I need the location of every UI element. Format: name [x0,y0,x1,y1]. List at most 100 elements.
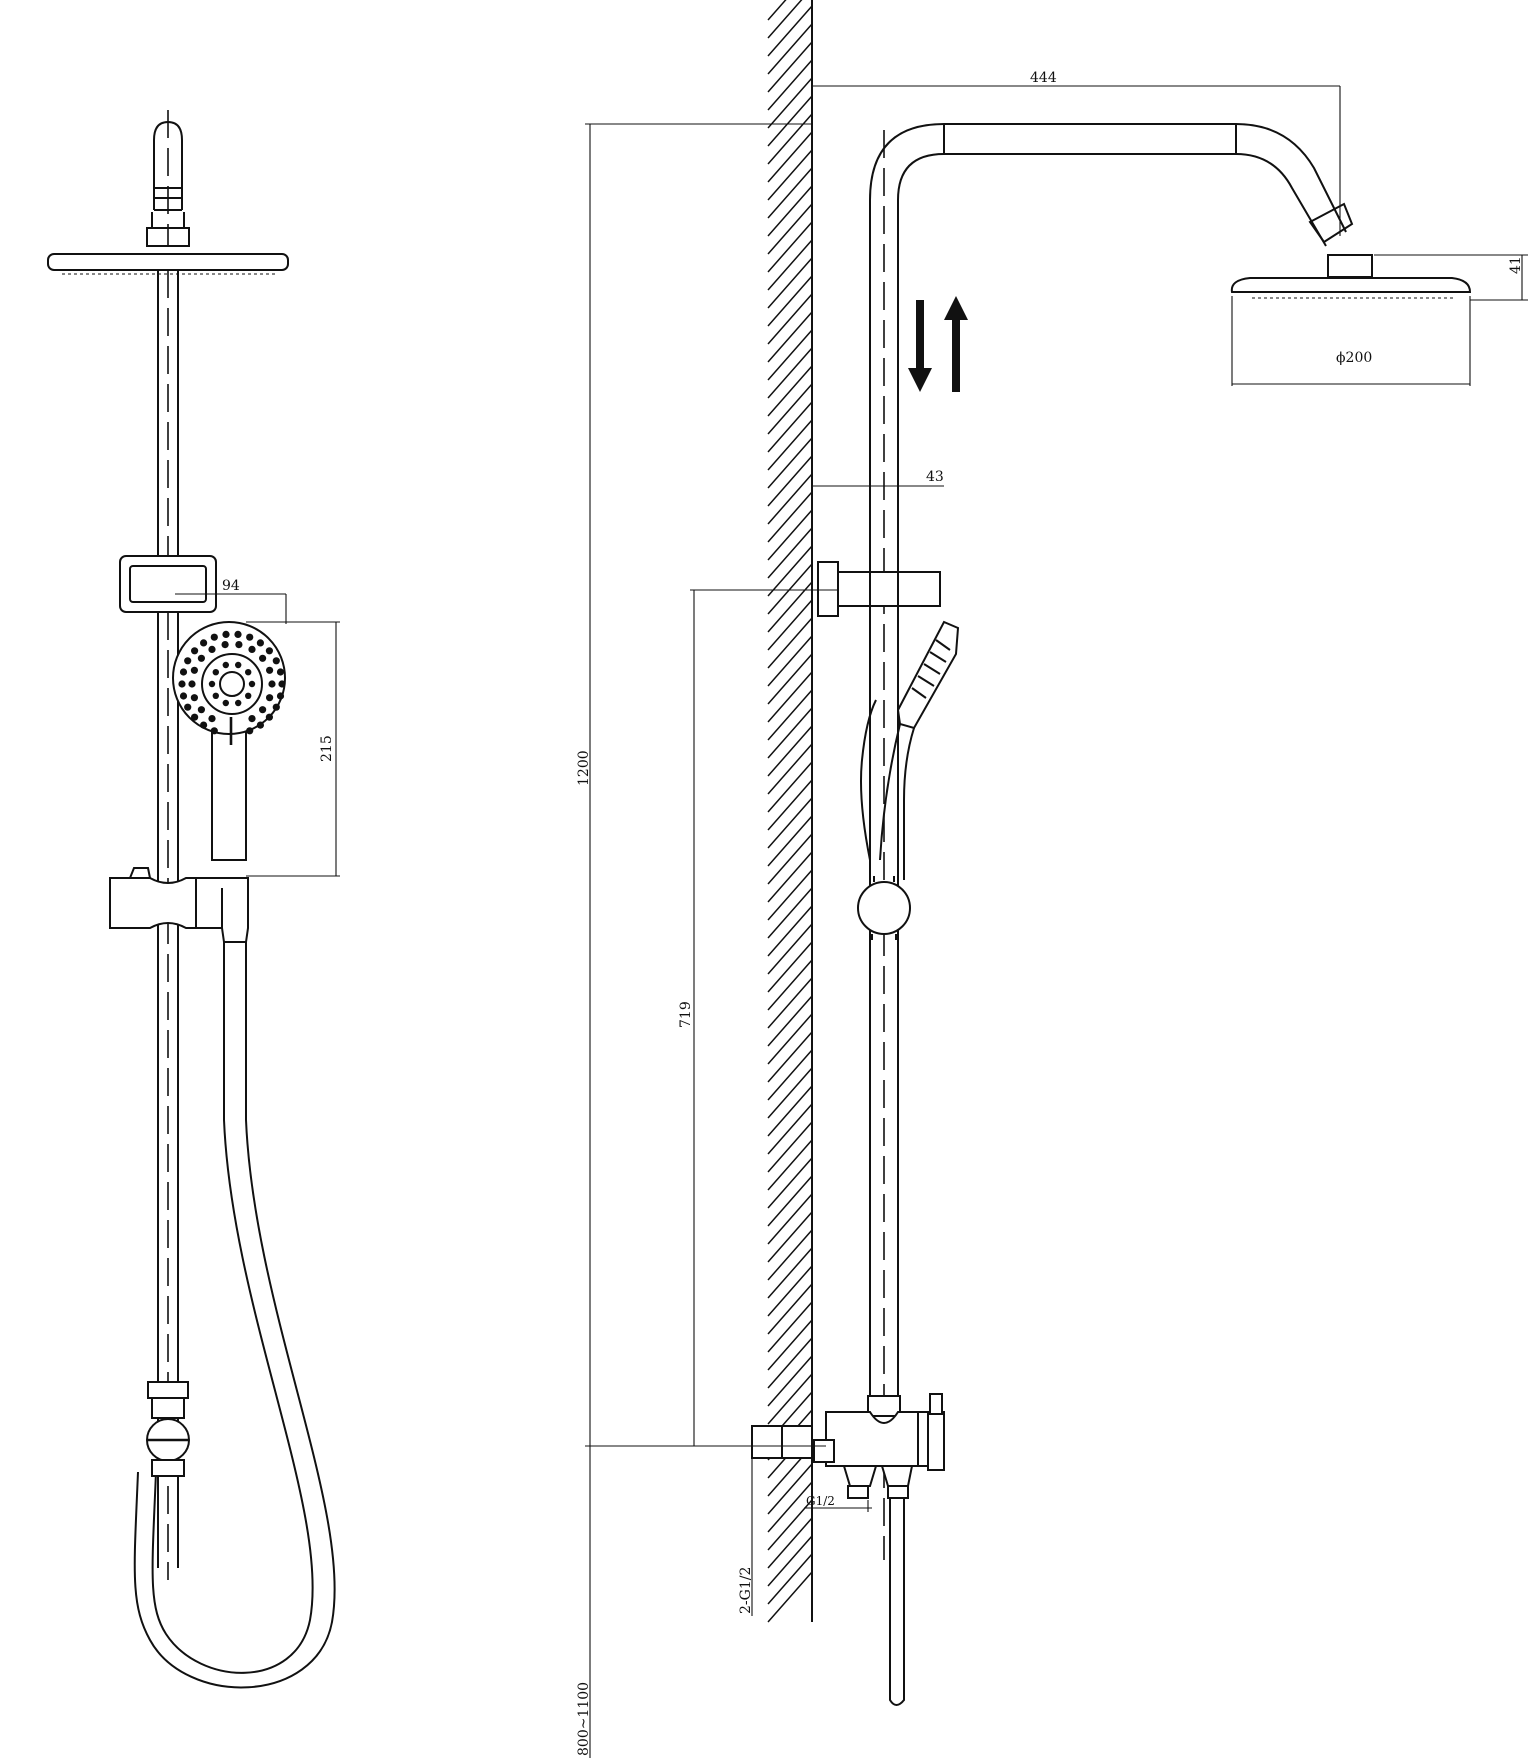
nozzle-dot [234,630,242,639]
nozzle-dot [246,727,254,735]
front-soap-dish [119,555,217,613]
dim-arm-reach-label: 444 [1030,70,1057,86]
nozzle-dot [245,692,252,699]
up-down-arrows-icon [908,296,968,392]
dim-inlet-thread: G1/2 [804,1494,872,1512]
wall-hatch-line [767,1301,813,1353]
wall-hatch-line [767,185,813,237]
nozzle-dot [259,706,267,714]
wall-hatch-line [767,365,813,417]
dim-overhead-height: 41 [1374,254,1528,301]
nozzle-dot [197,654,205,662]
wall-hatch-line [767,797,813,849]
wall-hatch-line [767,851,813,903]
wall-hatch-line [767,437,813,489]
wall-hatch-line [767,1049,813,1101]
nozzle-dot [235,661,242,669]
wall-hatch-line [767,383,813,435]
nozzle-dot [276,668,285,676]
nozzle-dot [256,639,264,647]
nozzle-dot [212,692,219,699]
front-hose [133,942,336,1689]
dim-handset-width: 94 [175,578,287,624]
wall-hatch-line [767,455,813,507]
side-slider-knob [857,876,911,940]
nozzle-dot [266,694,274,702]
wall-hatch-line [767,1535,813,1587]
side-view: 444 41 ϕ [576,0,1528,1758]
wall-hatch-line [767,833,813,885]
nozzle-dot [276,692,285,700]
nozzle-dot [200,721,208,729]
wall-hatch-line [767,329,813,381]
dim-bracket-height: 719 [678,589,838,1446]
wall-hatch-line [767,671,813,723]
nozzle-dot [200,639,208,647]
dim-overhead-height-label: 41 [1508,256,1524,274]
wall-hatch-line [767,1139,813,1191]
side-hose [889,1496,905,1706]
wall-hatch-line [767,203,813,255]
wall-hatch-line [767,131,813,183]
wall-hatch-line [767,1067,813,1119]
wall-hatch-line [767,635,813,687]
front-arm-knob [146,110,190,247]
side-rain-head [1230,254,1472,299]
wall-hatch-line [767,1085,813,1137]
wall-hatch-line [767,1319,813,1371]
wall-hatch-line [767,5,813,57]
wall-hatch-line [767,779,813,831]
wall-hatch-line [767,257,813,309]
wall-hatch-line [767,959,813,1011]
wall-hatch-line [767,167,813,219]
wall-hatch-line [767,1517,813,1569]
wall-hatch-line [767,221,813,273]
nozzle-dot [256,721,264,729]
nozzle-dot [245,669,252,676]
dim-inlet-thread-label: G1/2 [806,1494,835,1508]
front-slider-bracket [109,867,249,943]
nozzle-dot [178,680,186,688]
wall-hatch-line [767,0,803,39]
wall-hatch-line [767,1337,813,1389]
dim-bracket-height-label: 719 [678,1001,694,1028]
nozzle-dot [188,680,196,688]
nozzle-dot [272,703,280,711]
wall-hatch-line [767,923,813,975]
nozzle-dot [266,666,274,674]
wall-hatch-line [767,1247,813,1299]
nozzle-dot [248,680,256,688]
wall-hatch-line [767,293,813,345]
wall-hatch-line [767,95,813,147]
nozzle-dot [221,641,229,649]
wall-hatch-line [767,815,813,867]
wall-hatch-line [767,527,813,579]
wall-hatch-line [767,1481,813,1533]
wall-hatch-line [767,1013,813,1065]
wall-hatch-line [767,275,813,327]
nozzle-dot [208,680,216,688]
dim-head-diameter-label: ϕ200 [1336,350,1372,366]
nozzle-dot [179,668,188,676]
wall-hatch-line [767,1463,813,1515]
dim-total-height: 1200 800~1100 [576,124,826,1758]
nozzle-dot [190,666,198,674]
wall-hatch-line [767,113,813,165]
nozzle-dot [272,657,280,665]
dim-handset-length: 215 [246,621,340,877]
wall-hatch-lines [767,0,813,1623]
wall-hatch-line [767,59,813,111]
nozzle-dot [265,713,273,721]
wall-hatch-line [767,1031,813,1083]
side-soap-bracket [817,561,941,617]
wall-hatch-line [767,1175,813,1227]
nozzle-dot [212,669,219,676]
wall-hatch-line [767,563,813,615]
nozzle-dot [184,657,192,665]
wall-hatch-line [767,491,813,543]
nozzle-dot [184,703,192,711]
wall-hatch-line [767,77,813,129]
wall-hatch-line [767,509,813,561]
wall-hatch-line [767,1373,813,1425]
wall-hatching [767,0,813,1623]
